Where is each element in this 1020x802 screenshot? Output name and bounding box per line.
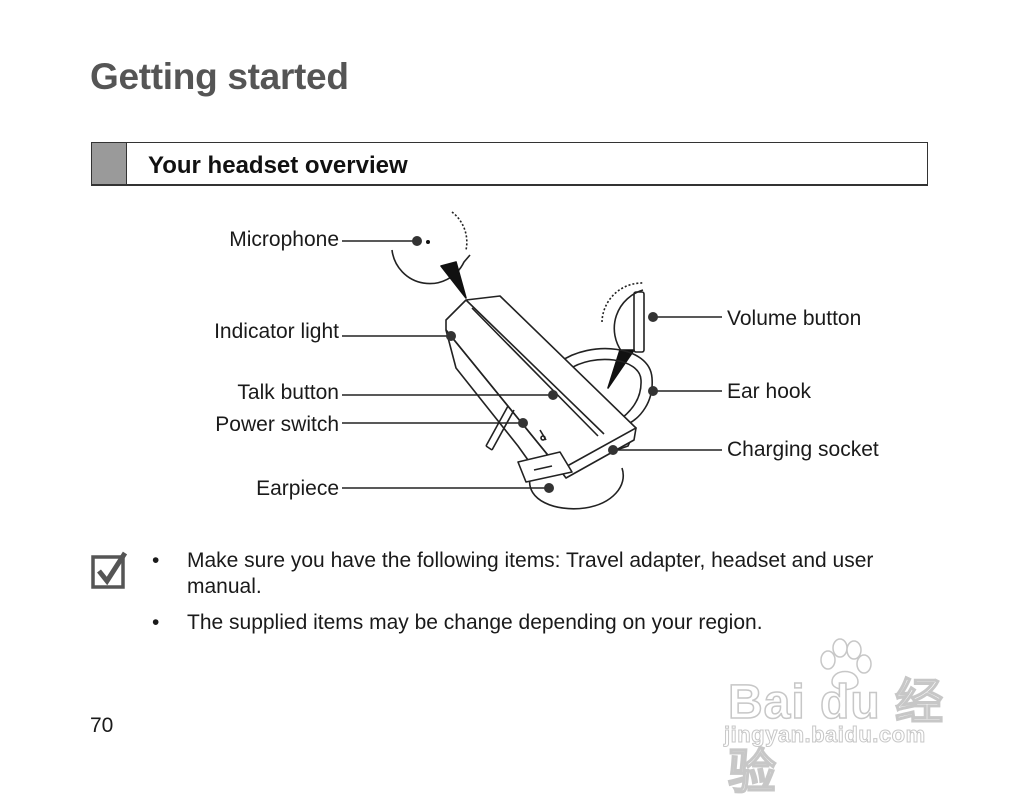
page-title: Getting started: [90, 56, 349, 97]
note-list: • Make sure you have the following items…: [150, 548, 890, 646]
note-text: The supplied items may be change dependi…: [187, 611, 763, 634]
bullet-dot-icon: •: [152, 549, 160, 572]
label-charging-socket: Charging socket: [727, 438, 879, 461]
label-talk-button: Talk button: [237, 381, 339, 404]
note-text: Make sure you have the following items: …: [187, 549, 874, 598]
section-header: Your headset overview: [91, 142, 928, 186]
list-item: • The supplied items may be change depen…: [150, 610, 890, 636]
bullet-dot-icon: •: [152, 611, 160, 634]
watermark-url: jingyan.baidu.com: [724, 722, 926, 748]
volume-pointer: [607, 349, 635, 389]
watermark: Bai du 经验 jingyan.baidu.com: [722, 638, 962, 800]
label-microphone: Microphone: [229, 228, 339, 251]
label-power-switch: Power switch: [215, 413, 339, 436]
label-indicator-light: Indicator light: [214, 320, 339, 343]
label-ear-hook: Ear hook: [727, 380, 812, 403]
microphone-pointer: [440, 261, 467, 299]
label-earpiece: Earpiece: [256, 477, 339, 500]
volume-detail-circle: [613, 289, 644, 353]
section-title: Your headset overview: [148, 152, 408, 179]
list-item: • Make sure you have the following items…: [150, 548, 890, 600]
page-number: 70: [90, 714, 114, 737]
microphone-detail-circle: [391, 249, 471, 285]
section-header-tab: [92, 143, 127, 184]
ear-hook-shape: [559, 347, 653, 425]
watermark-brand: Bai du 经验: [727, 675, 945, 800]
paw-logo-icon: [820, 638, 872, 691]
earpiece-shape: [528, 467, 624, 510]
checkbox-check-icon: [91, 551, 128, 589]
label-volume-button: Volume button: [727, 307, 862, 330]
